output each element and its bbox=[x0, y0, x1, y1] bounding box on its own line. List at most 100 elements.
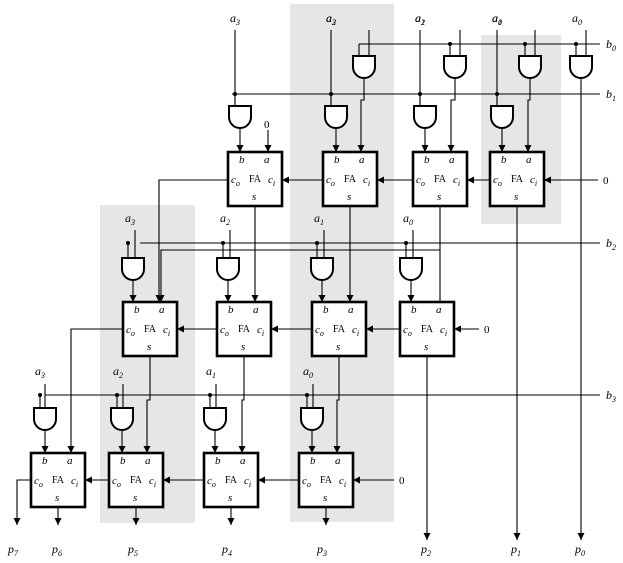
full-adder-r3-2 bbox=[202, 451, 260, 509]
full-adder-r2-3-label: FA bbox=[421, 324, 434, 335]
and-gate-r3-1 bbox=[110, 407, 134, 431]
full-adder-r2-2 bbox=[310, 300, 368, 358]
full-adder-r3-3-pin-ci: ci bbox=[339, 475, 346, 489]
full-adder-r3-0-pin-a: a bbox=[67, 455, 73, 467]
label-b1: b1 bbox=[606, 87, 616, 103]
arrowhead bbox=[318, 295, 326, 302]
label-product-p4-subscript: 4 bbox=[228, 549, 232, 558]
full-adder-r1-1-pin-s: s bbox=[347, 191, 351, 203]
label-a-r1-0-subscript: 3 bbox=[235, 18, 240, 27]
full-adder-r2-1-pin-ci-subscript: i bbox=[262, 329, 264, 338]
full-adder-r2-1-pin-co: co bbox=[220, 324, 229, 338]
arrowhead bbox=[332, 145, 340, 152]
label-a2-top-1: a2 bbox=[415, 11, 425, 27]
full-adder-r3-3-pin-a: a bbox=[335, 455, 341, 467]
arrowhead bbox=[211, 446, 219, 453]
label-a-r3-2-subscript: 1 bbox=[212, 371, 216, 380]
wire bbox=[450, 78, 456, 152]
label-b2-subscript: 2 bbox=[612, 243, 616, 252]
wire bbox=[158, 179, 228, 302]
and-gate-r0-0 bbox=[352, 55, 376, 79]
label-b3: b3 bbox=[606, 388, 616, 404]
full-adder-r3-1-pin-co-subscript: o bbox=[117, 480, 121, 489]
arrowhead bbox=[54, 518, 62, 525]
arrowhead bbox=[498, 145, 506, 152]
full-adder-r1-0-pin-s: s bbox=[252, 191, 256, 203]
full-adder-r2-1-pin-ci: ci bbox=[257, 324, 264, 338]
and-gate-r3-3 bbox=[300, 407, 324, 431]
junction-dot bbox=[221, 241, 225, 245]
full-adder-r1-3-pin-b: b bbox=[501, 154, 507, 166]
full-adder-r3-2-pin-co: co bbox=[207, 475, 216, 489]
full-adder-r2-2-pin-s: s bbox=[336, 341, 340, 353]
junction-dot bbox=[574, 42, 578, 46]
full-adder-r1-2-pin-s: s bbox=[437, 191, 441, 203]
full-adder-r1-3 bbox=[488, 150, 546, 208]
wire bbox=[241, 356, 245, 453]
full-adder-r1-1-pin-ci: ci bbox=[363, 174, 370, 188]
full-adder-r1-2-label: FA bbox=[434, 174, 447, 185]
full-adder-r3-1-pin-co: co bbox=[112, 475, 121, 489]
arrowhead bbox=[251, 295, 259, 302]
label-a-r2-0-subscript: 3 bbox=[130, 218, 135, 227]
label-a0-top-1: a0 bbox=[572, 11, 582, 27]
full-adder-r3-3-pin-co-subscript: o bbox=[307, 480, 311, 489]
label-product-p2-subscript: 2 bbox=[427, 549, 431, 558]
wire bbox=[527, 78, 531, 152]
full-adder-r3-0-pin-co: co bbox=[34, 475, 43, 489]
label-a3-top-1-subscript: 3 bbox=[331, 18, 336, 27]
label-product-p2: p2 bbox=[420, 542, 431, 558]
full-adder-r2-1-pin-co-subscript: o bbox=[225, 329, 229, 338]
and-gate-r1-1 bbox=[324, 105, 348, 129]
and-gate-r3-2 bbox=[203, 407, 227, 431]
label-a-r2-2-subscript: 1 bbox=[320, 218, 324, 227]
arrowhead bbox=[41, 446, 49, 453]
arrowhead bbox=[407, 295, 415, 302]
arrowhead bbox=[258, 476, 265, 484]
label-a-r2-3: a0 bbox=[403, 211, 413, 227]
label-b3-subscript: 3 bbox=[611, 395, 616, 404]
label-product-p0: p0 bbox=[574, 542, 585, 558]
full-adder-r1-0-pin-co: co bbox=[231, 174, 240, 188]
full-adder-r2-2-pin-ci: ci bbox=[352, 324, 359, 338]
arrowhead bbox=[67, 446, 75, 453]
full-adder-r3-1-pin-ci-subscript: i bbox=[154, 480, 156, 489]
arrowhead bbox=[177, 325, 184, 333]
zero-r2-carry: 0 bbox=[484, 324, 490, 336]
full-adder-r1-2-pin-ci: ci bbox=[453, 174, 460, 188]
junction-dot bbox=[126, 241, 130, 245]
label-a-r3-2: a1 bbox=[206, 364, 216, 380]
full-adder-r3-3-label: FA bbox=[320, 475, 333, 486]
full-adder-r2-3-pin-co: co bbox=[403, 324, 412, 338]
label-b0: b0 bbox=[606, 37, 616, 53]
full-adder-r3-1-pin-s: s bbox=[133, 492, 137, 504]
label-a-r2-1: a2 bbox=[220, 211, 230, 227]
arrowhead bbox=[423, 533, 431, 540]
full-adder-r1-1-pin-a: a bbox=[359, 154, 365, 166]
label-product-p5-subscript: 5 bbox=[134, 549, 138, 558]
full-adder-r1-3-label: FA bbox=[511, 174, 524, 185]
full-adder-r1-0-pin-a: a bbox=[264, 154, 270, 166]
full-adder-r1-0-pin-ci-subscript: i bbox=[273, 179, 275, 188]
label-a2-top-1-subscript: 2 bbox=[421, 18, 425, 27]
arrowhead bbox=[118, 446, 126, 453]
full-adder-r3-2-pin-a: a bbox=[240, 455, 246, 467]
full-adder-r2-1-pin-b: b bbox=[228, 304, 234, 316]
label-a1-top-1-subscript: 1 bbox=[498, 18, 502, 27]
arrowhead bbox=[143, 446, 151, 453]
label-a-r3-1-subscript: 2 bbox=[119, 371, 123, 380]
and-gate-r3-0 bbox=[33, 407, 57, 431]
full-adder-r1-1-pin-ci-subscript: i bbox=[368, 179, 370, 188]
label-a-r1-1: a2 bbox=[326, 11, 336, 27]
label-a-r3-3-subscript: 0 bbox=[309, 371, 313, 380]
full-adder-r1-3-pin-s: s bbox=[514, 191, 518, 203]
junction-dot bbox=[448, 42, 452, 46]
full-adder-r3-2-label: FA bbox=[225, 475, 238, 486]
full-adder-r1-3-pin-a: a bbox=[526, 154, 532, 166]
highlight-regions bbox=[100, 4, 561, 523]
full-adder-r1-3-pin-ci: ci bbox=[530, 174, 537, 188]
full-adder-r3-0-pin-ci-subscript: i bbox=[76, 480, 78, 489]
full-adder-r1-1-pin-co: co bbox=[326, 174, 335, 188]
full-adder-r3-1 bbox=[107, 451, 165, 509]
junction-dot bbox=[523, 42, 527, 46]
